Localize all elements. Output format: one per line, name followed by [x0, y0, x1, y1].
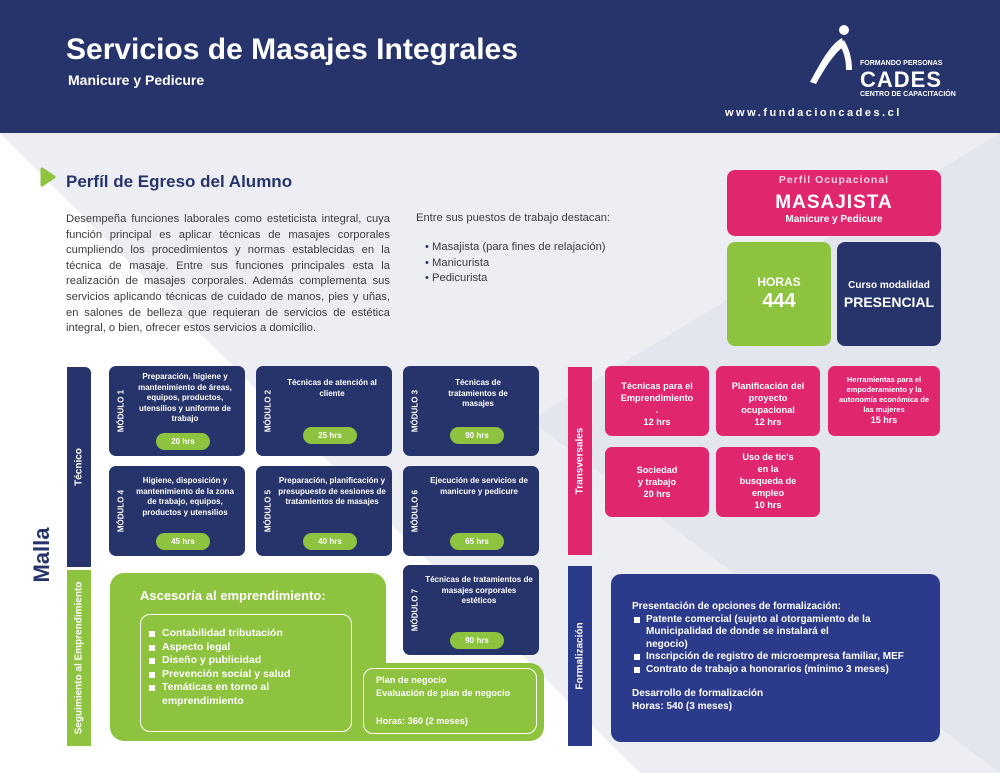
logo-name: CADES — [860, 67, 943, 92]
transversal-title: Herramientas para el empoderamiento y la… — [838, 375, 930, 414]
module-hours: 90 hrs — [450, 632, 504, 649]
transversal-card-4: Sociedad y trabajo 20 hrs — [605, 447, 709, 517]
formalizacion-box — [611, 574, 940, 742]
transversal-hours: 15 hrs — [870, 415, 898, 425]
transversal-title: Planificación del proyecto ocupacional — [731, 381, 805, 415]
module-card-3: MÓDULO 3 Técnicas de tratamientos de mas… — [403, 366, 539, 456]
transversal-title: Sociedad y trabajo — [636, 465, 678, 487]
hours-value: 444 — [762, 290, 796, 312]
module-number: MÓDULO 3 — [410, 389, 420, 433]
cades-logo: FORMANDO PERSONAS CADES CENTRO DE CAPACI… — [800, 20, 980, 98]
module-title: Ejecución de servicios de manicure y ped… — [430, 476, 528, 496]
list-item: Diseño y publicidad — [148, 654, 298, 668]
transversal-card-3: Herramientas para el empoderamiento y la… — [828, 366, 940, 436]
malla-label: Malla — [29, 527, 54, 583]
module-hours: 20 hrs — [156, 433, 210, 450]
transversal-card-2: Planificación del proyecto ocupacional 1… — [716, 366, 820, 436]
tecnico-bar: Técnico — [67, 367, 91, 567]
formalizacion-content: Presentación de opciones de formalizació… — [632, 601, 904, 713]
module-number: MÓDULO 4 — [116, 489, 126, 533]
occupation-sub: Manicure y Pedicure — [785, 214, 883, 225]
modality-label: Curso modalidad — [848, 280, 930, 291]
formalizacion-intro: Presentación de opciones de formalizació… — [632, 601, 841, 612]
transversal-card-5: Uso de tic's en la busqueda de empleo 10… — [716, 447, 820, 517]
list-item: Contrato de trabajo a honorarios (mínimo… — [632, 664, 904, 677]
list-item: Contabilidad tributación — [148, 627, 298, 641]
seguimiento-bar: Seguimiento al Emprendimiento — [67, 570, 91, 746]
occupation-name: MASAJISTA — [775, 192, 893, 213]
module-card-4: MÓDULO 4 Higiene, disposición y mantenim… — [109, 466, 245, 556]
list-item: Patente comercial (sujeto al otorgamient… — [632, 614, 872, 652]
formalizacion-list: Patente comercial (sujeto al otorgamient… — [632, 614, 904, 677]
list-item: Pedicurista — [425, 271, 606, 287]
module-hours: 90 hrs — [450, 427, 504, 444]
module-title: Higiene, disposición y mantenimiento de … — [136, 476, 234, 517]
hours-box: HORAS 444 — [727, 242, 831, 346]
module-hours: 65 hrs — [450, 533, 504, 550]
module-hours: 45 hrs — [156, 533, 210, 550]
module-title: Técnicas de tratamientos de masajes corp… — [425, 575, 533, 605]
play-arrow-icon — [40, 167, 56, 187]
list-item: Inscripción de registro de microempresa … — [632, 651, 904, 664]
transversal-hours: 20 hrs — [643, 489, 671, 499]
transversal-hours: 10 hrs — [754, 500, 782, 510]
jobs-list: Masajista (para fines de relajación) Man… — [425, 240, 606, 287]
asesoria-panel — [140, 614, 352, 732]
plan-box — [360, 663, 544, 741]
occupational-label: Perfil Ocupacional — [778, 174, 890, 186]
transversales-bar: Transversales — [568, 367, 592, 555]
jobs-intro: Entre sus puestos de trabajo destacan: — [416, 212, 611, 224]
list-item: Aspecto legal — [148, 641, 298, 655]
page-subtitle: Manicure y Pedicure — [68, 72, 205, 88]
module-number: MÓDULO 7 — [410, 588, 420, 632]
asesoria-list: Contabilidad tributación Aspecto legal D… — [148, 627, 298, 708]
module-card-7: MÓDULO 7 Técnicas de tratamientos de mas… — [403, 565, 539, 655]
transversal-title: Técnicas para el Emprendimiento . — [620, 381, 694, 415]
module-number: MÓDULO 6 — [410, 489, 420, 533]
header-banner — [0, 0, 1000, 133]
transversal-title: Uso de tic's en la busqueda de empleo — [739, 452, 797, 498]
list-item: Prevención social y salud — [148, 668, 298, 682]
formalizacion-bar: Formalización — [568, 566, 592, 746]
plan-line-1: Plan de negocio — [376, 675, 447, 685]
module-title: Preparación, higiene y mantenimiento de … — [138, 372, 232, 423]
asesoria-title: Ascesoría al emprendimiento: — [140, 588, 326, 603]
occupational-profile-box: Perfil Ocupacional MASAJISTA Manicure y … — [727, 170, 941, 236]
profile-description: Desempeña funciones laborales como estet… — [66, 213, 390, 335]
plan-line-2: Evaluación de plan de negocio — [376, 687, 511, 698]
module-title: Preparación, planificación y presupuesto… — [278, 476, 386, 506]
module-number: MÓDULO 2 — [263, 389, 273, 433]
module-card-5: MÓDULO 5 Preparación, planificación y pr… — [256, 466, 392, 556]
module-hours: 25 hrs — [303, 427, 357, 444]
list-item: Temáticas en torno al emprendimiento — [148, 681, 298, 708]
plan-hours: Horas: 360 (2 meses) — [376, 716, 468, 726]
transversal-hours: 12 hrs — [754, 417, 782, 427]
module-card-2: MÓDULO 2 Técnicas de atención al cliente… — [256, 366, 392, 456]
logo-subtitle: CENTRO DE CAPACITACIÓN — [860, 91, 956, 98]
plan-text: Plan de negocio Evaluación de plan de ne… — [376, 674, 510, 699]
module-hours: 40 hrs — [303, 533, 357, 550]
modality-value: PRESENCIAL — [843, 294, 935, 310]
module-card-1: MÓDULO 1 Preparación, higiene y mantenim… — [109, 366, 245, 456]
modality-box: Curso modalidad PRESENCIAL — [837, 242, 941, 346]
module-number: MÓDULO 5 — [263, 489, 273, 533]
page-title: Servicios de Masajes Integrales — [66, 33, 518, 66]
module-card-6: MÓDULO 6 Ejecución de servicios de manic… — [403, 466, 539, 556]
list-item: Manicurista — [425, 256, 606, 272]
list-item: Masajista (para fines de relajación) — [425, 240, 606, 256]
module-title: Técnicas de atención al cliente — [287, 378, 377, 398]
section-title: Perfíl de Egreso del Alumno — [66, 172, 293, 191]
website-url[interactable]: www.fundacioncades.cl — [725, 107, 902, 119]
transversal-hours: 12 hrs — [643, 417, 671, 427]
hours-label: HORAS — [757, 275, 801, 289]
person-figure-icon — [810, 25, 852, 84]
plan-panel — [363, 668, 537, 734]
logo-tagline: FORMANDO PERSONAS — [860, 60, 943, 67]
formalizacion-hours: Horas: 540 (3 meses) — [632, 700, 733, 712]
module-number: MÓDULO 1 — [116, 389, 126, 433]
formalizacion-dev: Desarrollo de formalización — [632, 688, 764, 699]
module-title: Técnicas de tratamientos de masajes — [448, 378, 508, 408]
transversal-card-1: Técnicas para el Emprendimiento . 12 hrs — [605, 366, 709, 436]
